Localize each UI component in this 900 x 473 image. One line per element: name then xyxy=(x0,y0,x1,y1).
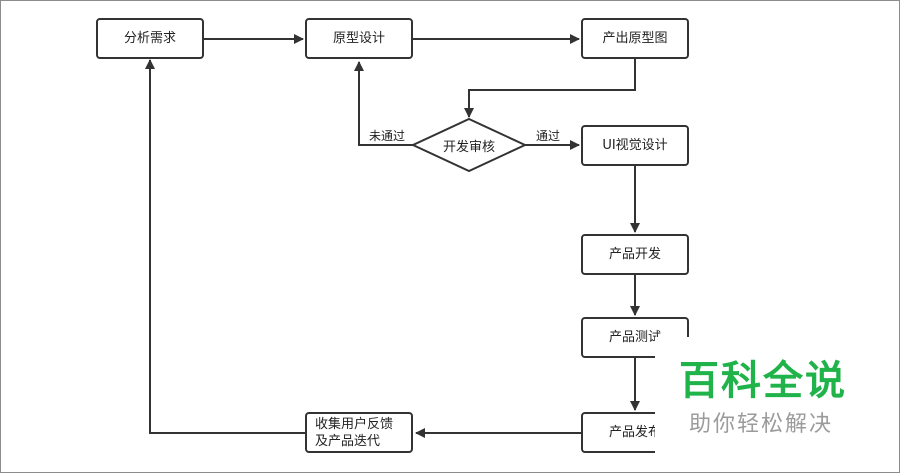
edge-label-rejected: 未通过 xyxy=(369,129,406,143)
node-prototype-design: 原型设计 xyxy=(305,18,413,59)
node-product-release-label: 产品发布 xyxy=(608,425,661,440)
node-collect-feedback-line2: 及产品迭代 xyxy=(315,433,381,449)
node-dev-review-label: 开发审核 xyxy=(442,139,495,155)
node-analyze-requirements-label: 分析需求 xyxy=(123,31,176,46)
node-collect-feedback-line1: 收集用户反馈 xyxy=(315,416,394,432)
node-product-dev-label: 产品开发 xyxy=(608,247,661,262)
node-analyze-requirements: 分析需求 xyxy=(96,18,204,59)
arrow-feedback-to-analyze xyxy=(145,59,305,434)
node-ui-design-label: UI视觉设计 xyxy=(602,138,668,153)
watermark-title: 百科全说 xyxy=(679,358,847,404)
node-collect-feedback: 收集用户反馈 及产品迭代 xyxy=(305,412,413,453)
review-diamond-shape xyxy=(410,117,528,173)
watermark-logo: 百科全说 助你轻松解决 xyxy=(655,337,881,455)
node-prototype-design-label: 原型设计 xyxy=(332,31,385,46)
edge-label-approved: 通过 xyxy=(536,129,561,143)
node-product-dev: 产品开发 xyxy=(581,234,689,275)
node-product-test-label: 产品测试 xyxy=(608,330,661,345)
watermark-subtitle: 助你轻松解决 xyxy=(689,412,834,437)
node-ui-design: UI视觉设计 xyxy=(581,125,689,166)
arrow-review-rejected xyxy=(354,61,413,146)
arrow-output-to-review xyxy=(464,58,636,118)
node-output-prototype: 产出原型图 xyxy=(581,18,689,59)
node-output-prototype-label: 产出原型图 xyxy=(602,31,668,46)
node-dev-review: 开发审核 xyxy=(413,119,525,171)
